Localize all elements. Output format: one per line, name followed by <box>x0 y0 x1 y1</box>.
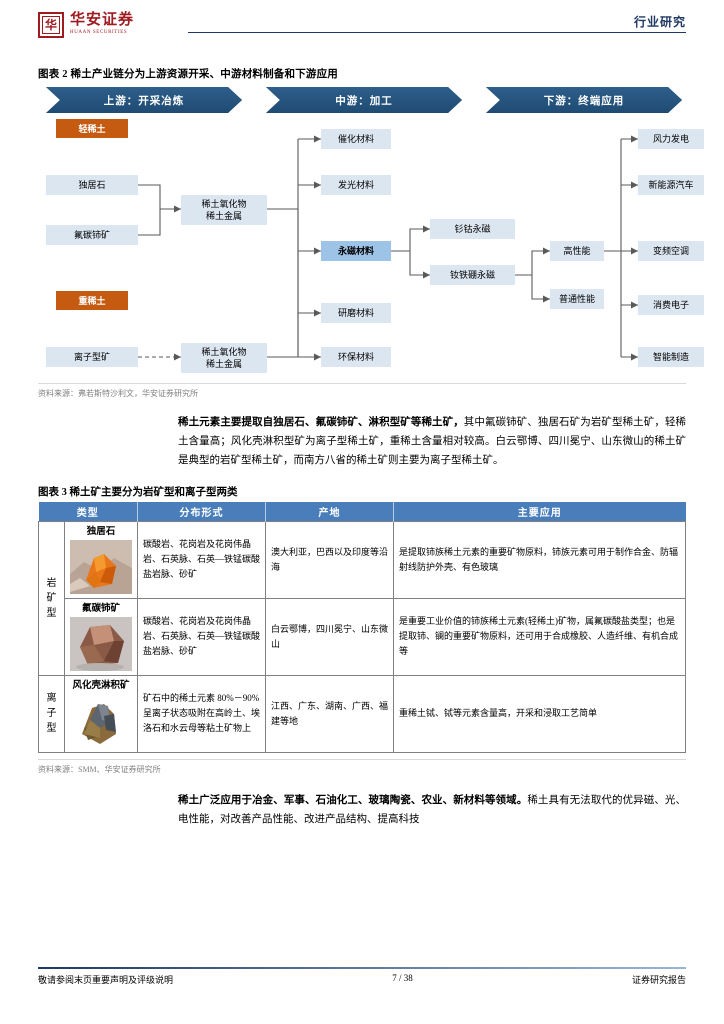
node-rare-earth-oxide-metal-2: 稀土氧化物 稀土金属 <box>181 343 267 373</box>
cell-distribution: 碳酸岩、花岗岩及花岗伟晶岩、石英脉、石英—铁锰碳酸盐岩脉、砂矿 <box>137 597 266 676</box>
cell-origin: 江西、广东、湖南、广西、福建等地 <box>265 674 394 753</box>
page-header: 华 华安证券 HUAAN SECURITIES 行业研究 <box>38 0 686 56</box>
paragraph-rare-earth-sources: 稀土元素主要提取自独居石、氟碳铈矿、淋积型矿等稀土矿，其中氟碳铈矿、独居石矿为岩… <box>38 413 686 470</box>
cell-origin: 白云鄂博，四川冕宁、山东微山 <box>265 597 394 676</box>
node-light-rare-earth: 轻稀土 <box>56 119 128 138</box>
node-oxide-2-line2: 稀土金属 <box>205 359 242 369</box>
node-inverter-air-conditioner: 变频空调 <box>638 241 704 261</box>
cell-distribution: 碳酸岩、花岗岩及花岗伟晶岩、石英脉、石英—铁锰碳酸盐岩脉、砂矿 <box>137 520 266 599</box>
table-row: 岩矿型 独居石 碳酸岩、花岗岩及花岗伟晶岩、石英脉、石英—铁锰碳酸盐岩脉、砂矿 … <box>38 520 686 676</box>
banner-upstream: 上游：开采冶炼 <box>46 87 242 113</box>
monazite-specimen-icon <box>70 539 132 594</box>
figure2-title: 图表 2 稀土产业链分为上游资源开采、中游材料制备和下游应用 <box>38 69 338 80</box>
mineral-name: 风化壳淋积矿 <box>72 680 130 691</box>
node-samarium-cobalt-magnet: 钐钴永磁 <box>430 219 515 239</box>
supply-chain-banner-row: 上游：开采冶炼 中游：加工 下游：终端应用 <box>38 87 686 113</box>
supply-chain-flowchart: 轻稀土 独居石 氟碳铈矿 重稀土 离子型矿 稀土氧化物 稀土金属 稀土氧化物 稀… <box>38 117 704 377</box>
mineral-name: 独居石 <box>86 526 116 537</box>
node-abrasive-material: 研磨材料 <box>321 303 391 323</box>
figure3-source: 资料来源：SMM、华安证券研究所 <box>38 758 686 775</box>
figure3-title: 图表 3 稀土矿主要分为岩矿型和离子型两类 <box>38 487 238 498</box>
table-header-row: 类型 分布形式 产地 主要应用 <box>38 502 686 521</box>
paragraph2-lead: 稀土广泛应用于冶金、军事、石油化工、玻璃陶瓷、农业、新材料等领域。 <box>178 794 528 806</box>
cell-distribution: 矿石中的稀土元素 80%－90%呈离子状态吸附在高岭土、埃洛石和水云母等粘土矿物… <box>137 674 266 753</box>
cell-type-ion-adsorption: 离子型 <box>38 674 65 753</box>
cell-application: 是重要工业价值的铈族稀土元素(轻稀土)矿物，属氟碳酸盐类型；也是提取铈、镧的重要… <box>393 597 686 676</box>
seal-icon: 华 <box>38 12 64 38</box>
cell-application: 是提取铈族稀土元素的重要矿物原料，铈族元素可用于制作合金、防辐射线防护外壳、有色… <box>393 520 686 599</box>
col-header-origin: 产地 <box>265 502 394 521</box>
paragraph-rare-earth-applications: 稀土广泛应用于冶金、军事、石油化工、玻璃陶瓷、农业、新材料等领域。稀土具有无法取… <box>38 791 686 829</box>
node-oxide-1-line2: 稀土金属 <box>205 211 242 221</box>
node-monazite: 独居石 <box>46 175 138 195</box>
mineral-name: 氟碳铈矿 <box>81 603 120 614</box>
cell-mineral-bastnaesite: 氟碳铈矿 <box>64 597 138 676</box>
paragraph1-lead: 稀土元素主要提取自独居石、氟碳铈矿、淋积型矿等稀土矿， <box>178 417 464 428</box>
table-row: 氟碳铈矿 碳酸岩、花岗岩及花岗伟晶岩、石英脉、石英—铁锰碳酸盐岩脉、砂矿 白云鄂… <box>39 597 686 676</box>
node-catalytic-material: 催化材料 <box>321 129 391 149</box>
footer-disclaimer: 敬请参阅末页重要声明及评级说明 <box>38 975 174 985</box>
table-body: 岩矿型 独居石 碳酸岩、花岗岩及花岗伟晶岩、石英脉、石英—铁锰碳酸盐岩脉、砂矿 … <box>38 520 686 753</box>
logo-name-cn: 华安证券 <box>70 12 135 28</box>
footer-row: 敬请参阅末页重要声明及评级说明 7 / 38 证券研究报告 <box>38 973 686 986</box>
cell-mineral-monazite: 独居石 <box>64 520 138 599</box>
node-oxide-1-line1: 稀土氧化物 <box>201 199 247 209</box>
table-row: 离子型 风化壳淋积矿 矿石中的稀土元素 80%－90%呈离子状态吸附在高岭土、埃… <box>38 674 686 753</box>
node-new-energy-vehicle: 新能源汽车 <box>638 175 704 195</box>
col-header-application: 主要应用 <box>393 502 686 521</box>
header-divider <box>188 32 686 33</box>
paragraph2-body: 稀土具有无法取代的优异磁、光、电性能，对改善产品性能、改进产品结构、提高科技 <box>178 794 687 825</box>
node-bastnaesite: 氟碳铈矿 <box>46 225 138 245</box>
node-environmental-material: 环保材料 <box>321 347 391 367</box>
col-header-type: 类型 <box>38 502 138 521</box>
bastnaesite-specimen-icon <box>70 616 132 671</box>
node-rare-earth-oxide-metal-1: 稀土氧化物 稀土金属 <box>181 195 267 225</box>
node-ndfeb-magnet: 钕铁硼永磁 <box>430 265 515 285</box>
cell-application: 重稀土铽、铽等元素含量高，开采和浸取工艺简单 <box>393 674 686 753</box>
footer-divider <box>38 967 686 969</box>
cell-origin: 澳大利亚，巴西以及印度等沿海 <box>265 520 394 599</box>
node-high-performance: 高性能 <box>550 241 604 261</box>
page-footer: 敬请参阅末页重要声明及评级说明 7 / 38 证券研究报告 <box>38 967 686 986</box>
banner-downstream: 下游：终端应用 <box>486 87 682 113</box>
node-normal-performance: 普通性能 <box>550 289 604 309</box>
node-permanent-magnet-material: 永磁材料 <box>321 241 391 261</box>
node-ion-type-ore: 离子型矿 <box>46 347 138 367</box>
header-category-label: 行业研究 <box>633 15 686 29</box>
company-logo: 华 华安证券 HUAAN SECURITIES <box>38 12 134 38</box>
figure2-source: 资料来源：弗若斯特沙利文，华安证券研究所 <box>38 383 686 399</box>
cell-type-rock-ore: 岩矿型 <box>38 520 65 676</box>
seal-glyph: 华 <box>42 16 60 34</box>
cell-mineral-weathered-crust: 风化壳淋积矿 <box>64 674 138 753</box>
node-luminescent-material: 发光材料 <box>321 175 391 195</box>
table-header: 类型 分布形式 产地 主要应用 <box>38 502 686 521</box>
node-consumer-electronics: 消费电子 <box>638 295 704 315</box>
node-oxide-2-line1: 稀土氧化物 <box>201 347 247 357</box>
rare-earth-ore-table: 类型 分布形式 产地 主要应用 岩矿型 独居石 <box>38 502 686 753</box>
node-wind-power: 风力发电 <box>638 129 704 149</box>
footer-report-label: 证券研究报告 <box>631 975 686 985</box>
logo-text: 华安证券 HUAAN SECURITIES <box>70 12 134 37</box>
paragraph1-body: 其中氟碳铈矿、独居石矿为岩矿型稀土矿，轻稀土含量高；风化壳淋积型矿为离子型稀土矿… <box>178 417 686 466</box>
logo-name-en: HUAAN SECURITIES <box>70 30 128 35</box>
node-smart-manufacturing: 智能制造 <box>638 347 704 367</box>
node-heavy-rare-earth: 重稀土 <box>56 291 128 310</box>
banner-midstream: 中游：加工 <box>266 87 462 113</box>
col-header-distribution: 分布形式 <box>137 502 266 521</box>
weathered-crust-specimen-icon <box>70 693 132 748</box>
page-number: 7 / 38 <box>392 973 413 983</box>
